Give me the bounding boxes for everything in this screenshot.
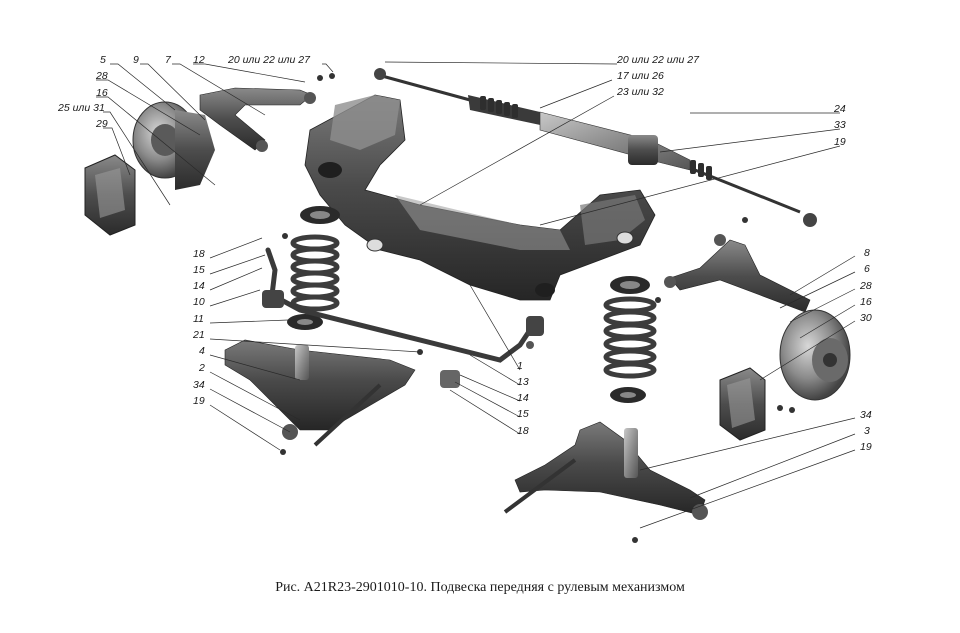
- callout-19-right: 19: [860, 441, 872, 453]
- callout-25-31: 25 или 31: [57, 102, 105, 114]
- left-lower-arm: [224, 339, 423, 455]
- callout-6: 6: [864, 263, 870, 275]
- callout-23-32: 23 или 32: [616, 86, 664, 98]
- callout-5: 5: [100, 54, 106, 66]
- callout-18-left: 18: [193, 248, 205, 260]
- callout-18-middle: 18: [517, 425, 529, 437]
- callout-1: 1: [517, 360, 523, 372]
- figure-caption: Рис. A21R23-2901010-10. Подвеска передня…: [275, 580, 685, 595]
- left-hub-assembly: [84, 101, 215, 236]
- callout-28-right: 28: [859, 280, 872, 292]
- callout-12: 12: [193, 54, 205, 66]
- callout-16-left: 16: [96, 87, 108, 99]
- callout-7: 7: [165, 54, 172, 66]
- front-subframe: [304, 94, 656, 301]
- callout-labels: 5 9 7 12 20 или 22 или 27 28 16 25 или 3…: [57, 54, 872, 453]
- callout-20-22-27-right: 20 или 22 или 27: [616, 54, 700, 66]
- right-upper-arm: [655, 217, 811, 313]
- callout-2: 2: [198, 362, 205, 374]
- callout-29: 29: [95, 118, 108, 130]
- callout-16-right: 16: [860, 296, 872, 308]
- callout-14-left: 14: [193, 280, 205, 292]
- callout-4: 4: [199, 345, 205, 357]
- left-upper-arm: [199, 73, 335, 152]
- callout-34-left: 34: [193, 379, 205, 391]
- steering-rack: [374, 68, 817, 227]
- callout-17-26: 17 или 26: [617, 70, 664, 82]
- callout-15-left: 15: [193, 264, 205, 276]
- callout-24: 24: [833, 103, 846, 115]
- callout-15-middle: 15: [517, 408, 529, 420]
- callout-33: 33: [834, 119, 846, 131]
- callout-14-middle: 14: [517, 392, 529, 404]
- callout-30: 30: [860, 312, 872, 324]
- right-coil-spring: [603, 276, 657, 403]
- callout-19-left: 19: [193, 395, 205, 407]
- callout-13: 13: [517, 376, 529, 388]
- callout-10: 10: [193, 296, 205, 308]
- callout-20-22-27-left: 20 или 22 или 27: [227, 54, 311, 66]
- leader-lines: [96, 61, 856, 529]
- callout-11: 11: [193, 313, 204, 325]
- callout-34-right: 34: [860, 409, 872, 421]
- callout-19-top-right: 19: [834, 136, 846, 148]
- callout-21: 21: [192, 329, 205, 341]
- stabilizer-bar: [262, 233, 544, 388]
- right-lower-arm: [503, 421, 708, 543]
- left-coil-spring: [287, 206, 340, 330]
- callout-9: 9: [133, 54, 139, 66]
- callout-28-left: 28: [95, 70, 108, 82]
- right-hub-assembly: [719, 309, 851, 441]
- callout-3: 3: [864, 425, 870, 437]
- callout-8: 8: [864, 247, 870, 259]
